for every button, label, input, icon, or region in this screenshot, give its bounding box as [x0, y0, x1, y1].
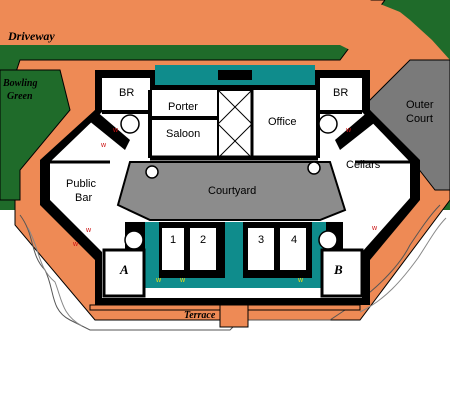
toilet-marker: w	[85, 227, 92, 234]
stair-bar	[145, 165, 159, 179]
left-wing-wall	[88, 110, 130, 150]
hall-cross-4	[217, 123, 253, 159]
right-wing-wall	[335, 110, 378, 150]
driveway-band	[0, 0, 450, 60]
stair-bottom-left	[124, 230, 144, 250]
central-hall	[217, 89, 253, 159]
tower-a	[102, 248, 146, 298]
grass-corner	[385, 0, 450, 60]
label-outer-court: Outer	[406, 99, 434, 111]
stair-bottom-right	[318, 230, 338, 250]
toilet-marker: w	[179, 277, 186, 284]
label-br-left: BR	[119, 87, 134, 99]
entrance-gap	[218, 70, 252, 80]
label-room-2: 2	[200, 234, 206, 246]
bowling-green-area	[0, 69, 71, 201]
cliff-edge	[19, 204, 441, 331]
label-public-bar: Public	[66, 178, 96, 190]
label-room-1: 1	[170, 234, 176, 246]
label-br-right: BR	[333, 87, 348, 99]
toilet-marker: w	[155, 277, 162, 284]
cliff-edge-3	[359, 217, 447, 313]
teal-corridor-left	[145, 222, 159, 288]
label-room-3: 3	[258, 234, 264, 246]
teal-corridor-mid	[225, 222, 243, 288]
label-bowling-green: Bowling	[2, 78, 37, 89]
label-terrace: Terrace	[184, 310, 216, 321]
toilet-marker: w	[371, 225, 378, 232]
toilet-marker: w	[297, 277, 304, 284]
tower-b	[320, 248, 364, 298]
toilet-marker: w	[100, 142, 107, 149]
label-tower-a: A	[119, 262, 129, 277]
hall-cross-2	[217, 89, 253, 125]
toilet-marker: w	[72, 241, 79, 248]
courtyard	[116, 161, 347, 221]
stair-cellars	[307, 161, 321, 175]
label-office: Office	[268, 116, 297, 128]
label-porter: Porter	[168, 101, 198, 113]
label-saloon: Saloon	[166, 128, 200, 140]
teal-corridor-bottom	[145, 278, 326, 288]
label-bowling-green-2: Green	[7, 91, 33, 102]
label-driveway: Driveway	[7, 29, 55, 43]
toilet-marker: w	[345, 127, 352, 134]
room-2	[190, 228, 216, 270]
label-room-4: 4	[291, 234, 297, 246]
label-cellars: Cellars	[346, 159, 381, 171]
room-1	[162, 228, 184, 270]
cliff-edge-2	[27, 227, 83, 327]
room-4	[280, 228, 306, 270]
stair-top-left	[120, 114, 140, 134]
terrace-steps	[219, 304, 249, 328]
stair-top-right	[318, 114, 338, 134]
label-courtyard: Courtyard	[208, 185, 256, 197]
label-outer-court-2: Court	[406, 113, 433, 125]
label-public-bar-2: Bar	[75, 192, 92, 204]
label-tower-b: B	[333, 262, 343, 277]
room-3	[248, 228, 274, 270]
toilet-marker: w	[112, 127, 119, 134]
